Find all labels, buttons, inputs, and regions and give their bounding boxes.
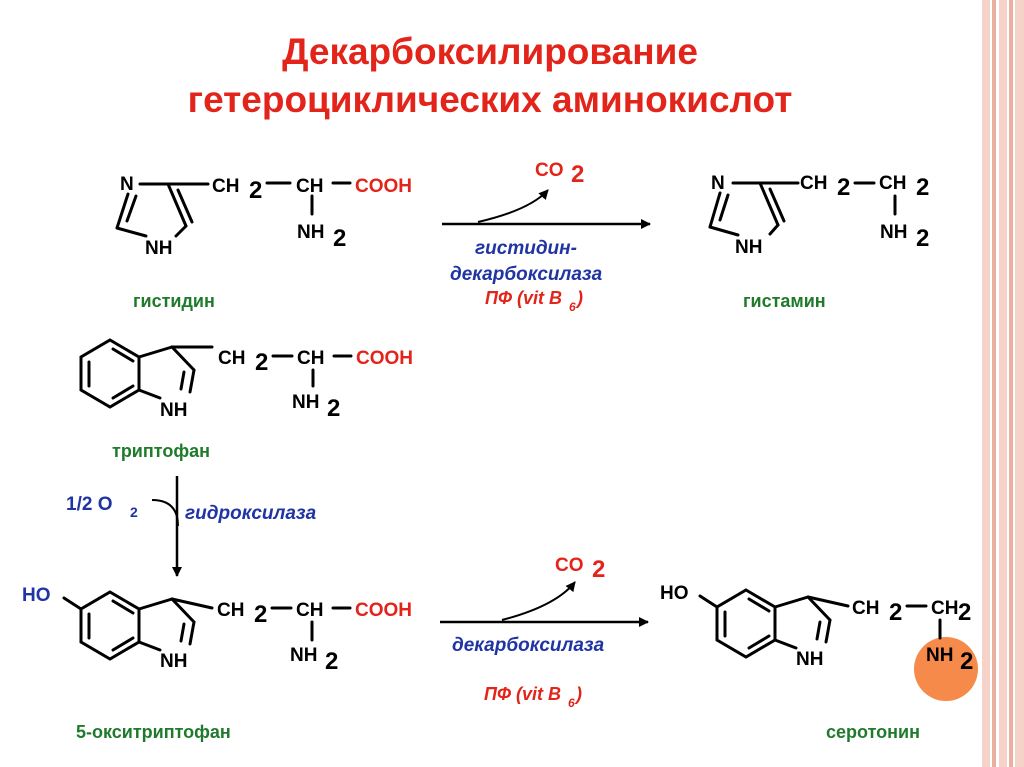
subscript-2: 2 [249, 177, 262, 204]
ch2-label: CH [879, 173, 906, 194]
subscript-6: 6 [569, 300, 576, 314]
subscript-2: 2 [325, 648, 338, 675]
subscript-2: 2 [916, 225, 929, 252]
imidazole-ring [115, 182, 210, 238]
subscript-2: 2 [255, 349, 268, 376]
indole-ring [62, 590, 214, 661]
ch2-label: CH [212, 176, 239, 197]
nh2-label: NH [880, 222, 907, 243]
subscript-2: 2 [960, 648, 973, 675]
cofactor-close-paren: ) [575, 288, 583, 308]
cofactor-close-paren: ) [574, 684, 582, 704]
histamine-structure: N NH CH 2 CH 2 NH 2 [708, 173, 929, 258]
cofactor-label: ПФ (vit B [484, 684, 561, 704]
hydroxylation-arrow: 1/2 O 2 гидроксилаза [66, 476, 317, 577]
subscript-2: 2 [333, 225, 346, 252]
nitrogen-label: N [120, 174, 134, 195]
compound-name-tryptophan: триптофан [112, 441, 210, 461]
nh2-label: NH [292, 392, 319, 413]
cooh-label: COOH [355, 600, 412, 621]
histidine-structure: N NH CH 2 CH COOH NH 2 [115, 174, 412, 259]
enzyme-hydroxylase: гидроксилаза [185, 503, 317, 524]
ho-label: HO [660, 583, 689, 604]
title-line-2: гетероциклических аминокислот [187, 79, 793, 120]
imidazole-ring [708, 181, 800, 237]
reaction-arrow-2: CO 2 декарбоксилаза ПФ (vit B 6 ) [440, 555, 649, 710]
compound-name-histidine: гистидин [133, 291, 215, 311]
title-line-1: Декарбоксилирование [282, 31, 698, 72]
subscript-2: 2 [889, 599, 902, 626]
ho-label: HO [22, 585, 51, 606]
compound-name-histamine: гистамин [743, 291, 826, 311]
subscript-2: 2 [571, 161, 584, 188]
half-o2-label: 1/2 O [66, 494, 112, 515]
nh2-label: NH [926, 645, 953, 666]
ch-label: CH [297, 348, 324, 369]
cooh-label: COOH [355, 176, 412, 197]
ch2-label: CH [218, 348, 245, 369]
enzyme-histidine-decarboxylase-line2: декарбоксилаза [450, 264, 603, 285]
nh-label: NH [145, 238, 172, 259]
ch2-label: CH [217, 600, 244, 621]
subscript-2: 2 [130, 504, 138, 520]
ch-label: CH [296, 176, 323, 197]
nh-label: NH [160, 400, 187, 421]
nh2-label: NH [297, 222, 324, 243]
subscript-2: 2 [916, 174, 929, 201]
reaction-arrow-1: CO 2 гистидин- декарбоксилаза ПФ (vit B … [442, 160, 651, 314]
border-stripes [982, 0, 1024, 767]
co2-label: CO [535, 160, 564, 181]
highlight-circle [914, 637, 978, 701]
indole-ring [79, 338, 214, 409]
subscript-2: 2 [592, 556, 605, 583]
tryptophan-structure: NH CH 2 CH COOH NH 2 [79, 338, 413, 422]
ch-label: CH [296, 600, 323, 621]
cofactor-label: ПФ (vit B [485, 288, 562, 308]
enzyme-histidine-decarboxylase-line1: гистидин- [475, 238, 577, 259]
hydroxytryptophan-structure: HO NH CH 2 CH COOH NH 2 [22, 585, 412, 675]
nh-label: NH [160, 651, 187, 672]
subscript-2: 2 [327, 395, 340, 422]
nh2-label: NH [290, 645, 317, 666]
nh-label: NH [796, 649, 823, 670]
compound-name-hydroxytryptophan: 5-окситриптофан [76, 722, 231, 742]
indole-ring [698, 588, 850, 659]
co2-label: CO [555, 555, 584, 576]
subscript-2: 2 [958, 599, 971, 626]
subscript-6: 6 [568, 696, 575, 710]
ch2-label: CH [931, 598, 958, 619]
nh-label: NH [735, 237, 762, 258]
ch2-label: CH [800, 173, 827, 194]
nitrogen-label: N [711, 173, 725, 194]
subscript-2: 2 [837, 174, 850, 201]
serotonin-structure: HO NH CH 2 CH 2 NH 2 [660, 583, 978, 701]
subscript-2: 2 [254, 601, 267, 628]
enzyme-decarboxylase: декарбоксилаза [452, 635, 605, 656]
cooh-label: COOH [356, 348, 413, 369]
ch2-label: CH [852, 598, 879, 619]
page-title: Декарбоксилирование гетероциклических ам… [110, 28, 870, 124]
compound-name-serotonin: серотонин [826, 722, 920, 742]
